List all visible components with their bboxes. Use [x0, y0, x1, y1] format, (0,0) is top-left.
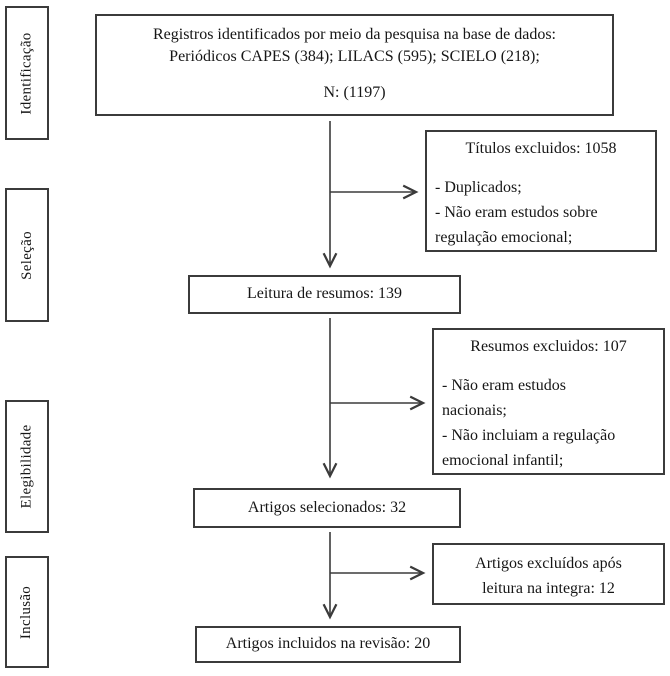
abstracts-excluded-item: emocional infantil; — [442, 452, 564, 470]
stage-eligibility-label: Elegibilidade — [18, 424, 35, 509]
fulltext-excluded-line1: Artigos excluídos após — [475, 555, 622, 572]
articles-selected-label: Artigos selecionados: 32 — [247, 498, 407, 516]
stage-inclusion-label: Inclusão — [18, 585, 35, 639]
stage-identification: Identificação — [5, 6, 49, 140]
titles-excluded-item: - Duplicados; — [435, 179, 522, 197]
box-titles-excluded: Títulos excluidos: 1058 - Duplicados; - … — [425, 130, 657, 252]
records-identified-total: N: (1197) — [323, 83, 386, 101]
articles-included-label: Artigos incluidos na revisão: 20 — [225, 635, 431, 653]
stage-identification-label: Identificação — [18, 31, 35, 115]
box-articles-included: Artigos incluidos na revisão: 20 — [195, 626, 461, 663]
box-articles-selected: Artigos selecionados: 32 — [193, 488, 461, 528]
abstracts-excluded-item: - Não eram estudos — [442, 377, 566, 395]
box-fulltext-excluded: Artigos excluídos após leitura na integr… — [432, 543, 665, 605]
box-records-identified: Registros identificados por meio da pesq… — [95, 14, 614, 116]
fulltext-excluded-line2: leitura na integra: 12 — [482, 580, 615, 597]
abstracts-excluded-item: - Não incluiam a regulação — [442, 427, 616, 445]
records-identified-line1: Registros identificados por meio da pesq… — [152, 26, 556, 43]
titles-excluded-heading: Títulos excluidos: 1058 — [465, 140, 617, 157]
box-abstracts-read: Leitura de resumos: 139 — [188, 275, 461, 314]
records-identified-line2: Periódicos CAPES (384); LILACS (595); SC… — [169, 48, 540, 66]
titles-excluded-item: - Não eram estudos sobre — [435, 204, 598, 222]
abstracts-excluded-heading: Resumos excluidos: 107 — [470, 338, 627, 355]
stage-selection-label: Seleção — [18, 230, 35, 280]
abstracts-excluded-item: nacionais; — [442, 402, 507, 420]
stage-inclusion: Inclusão — [5, 556, 49, 668]
titles-excluded-item: regulação emocional; — [435, 229, 573, 247]
stage-selection: Seleção — [5, 188, 49, 322]
stage-eligibility: Elegibilidade — [5, 400, 49, 533]
box-abstracts-excluded: Resumos excluidos: 107 - Não eram estudo… — [432, 328, 665, 475]
abstracts-read-label: Leitura de resumos: 139 — [246, 285, 403, 303]
